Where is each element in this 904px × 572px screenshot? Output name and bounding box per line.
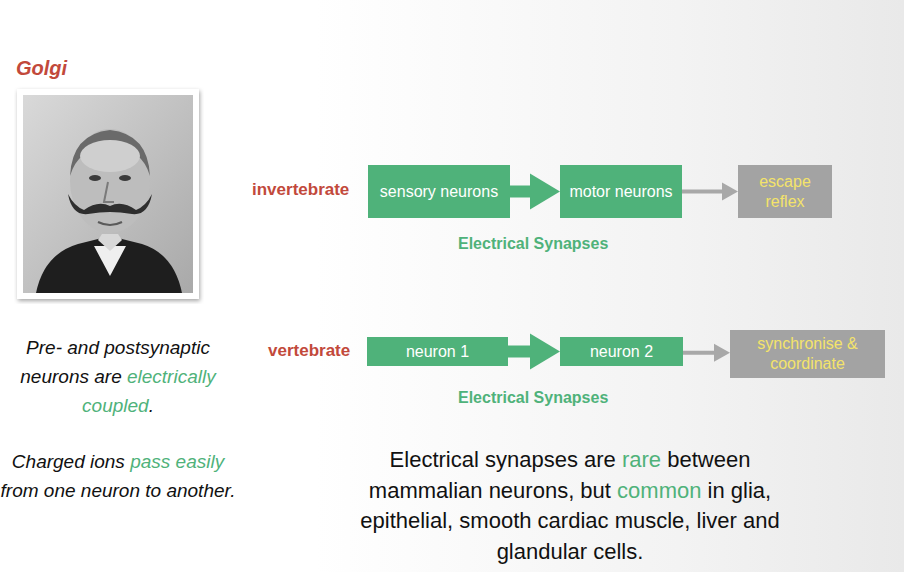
flow-arrow	[682, 183, 738, 201]
process-box: motor neurons	[560, 165, 682, 218]
process-box: neuron 1	[367, 337, 508, 366]
outcome-box: escape reflex	[738, 165, 832, 218]
synapse-caption: Electrical Synapses	[458, 235, 608, 253]
highlight-text: common	[617, 478, 701, 503]
box-text: neuron 1	[400, 342, 475, 362]
flow-arrow	[683, 344, 730, 362]
box-text: neuron 2	[584, 342, 659, 362]
outcome-box: synchronise & coordinate	[730, 330, 885, 378]
plain-text: .	[149, 395, 154, 416]
block-arrow	[508, 334, 560, 370]
box-text: motor neurons	[563, 182, 678, 202]
row-label: vertebrate	[268, 341, 350, 361]
note-text: Charged ions pass easily from one neuron…	[0, 447, 236, 505]
box-text: synchronise & coordinate	[730, 334, 885, 374]
row-label: invertebrate	[252, 180, 349, 200]
summary-text: Electrical synapses are rare between mam…	[330, 445, 810, 567]
arrow-head	[714, 344, 730, 362]
box-text: escape reflex	[738, 172, 832, 212]
process-box: neuron 2	[560, 337, 683, 366]
highlight-text: rare	[622, 447, 661, 472]
plain-text: Electrical synapses are	[390, 447, 616, 472]
arrow-shaft	[508, 346, 530, 358]
synapse-caption: Electrical Synapses	[458, 389, 608, 407]
portrait-photo	[14, 86, 204, 304]
arrow-head	[722, 183, 738, 201]
box-text: sensory neurons	[374, 182, 504, 202]
plain-text: Charged ions	[12, 451, 125, 472]
arrow-head	[530, 334, 560, 370]
plain-text: from one neuron to another.	[1, 480, 236, 501]
process-box: sensory neurons	[368, 165, 510, 218]
arrow-head	[530, 174, 560, 210]
arrow-shaft	[510, 186, 530, 198]
block-arrow	[510, 174, 560, 210]
arrow-shaft	[682, 190, 722, 194]
arrow-shaft	[683, 351, 714, 355]
note-text: Pre- and postsynaptic neurons are electr…	[0, 333, 236, 420]
speaker-name: Golgi	[16, 57, 67, 80]
highlight-text: pass easily	[130, 451, 224, 472]
